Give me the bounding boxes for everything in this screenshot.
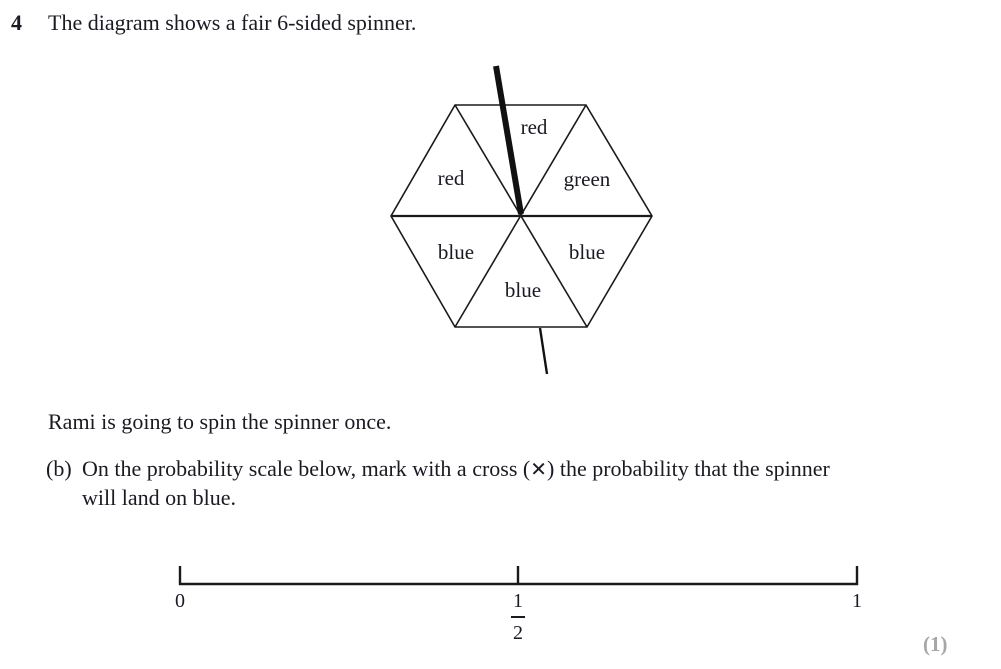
question-text: The diagram shows a fair 6-sided spinner… xyxy=(48,10,417,35)
segment-label-lower-right: blue xyxy=(569,240,605,264)
cross-icon: ✕ xyxy=(530,457,547,481)
marks-indicator: (1) xyxy=(923,632,948,656)
segment-label-top: red xyxy=(521,115,548,139)
spinner-pointer xyxy=(493,65,524,215)
segment-label-upper-right: green xyxy=(564,167,611,191)
segment-label-bottom: blue xyxy=(505,278,541,302)
fraction-bar xyxy=(511,616,525,618)
scale-label-one: 1 xyxy=(852,590,862,612)
part-b-instruction-line2: will land on blue. xyxy=(82,485,236,510)
scale-label-half: 1 2 xyxy=(511,590,525,644)
part-b-label: (b) xyxy=(46,456,72,481)
fraction-numerator: 1 xyxy=(513,590,523,612)
spinner-hexagon xyxy=(390,104,653,328)
fraction-denominator: 2 xyxy=(513,621,523,644)
scale-label-zero: 0 xyxy=(175,590,185,612)
question-number: 4 xyxy=(11,10,22,35)
probability-scale[interactable] xyxy=(178,566,859,586)
part-b-text-before: On the probability scale below, mark wit… xyxy=(82,456,531,481)
spinner-pointer-tail xyxy=(538,327,549,375)
segment-label-upper-left: red xyxy=(438,166,465,190)
part-b-text-after: ) the probability that the spinner xyxy=(547,456,830,481)
part-b-instruction-line1: On the probability scale below, mark wit… xyxy=(82,456,830,482)
intro-text: Rami is going to spin the spinner once. xyxy=(48,409,392,434)
segment-label-lower-left: blue xyxy=(438,240,474,264)
